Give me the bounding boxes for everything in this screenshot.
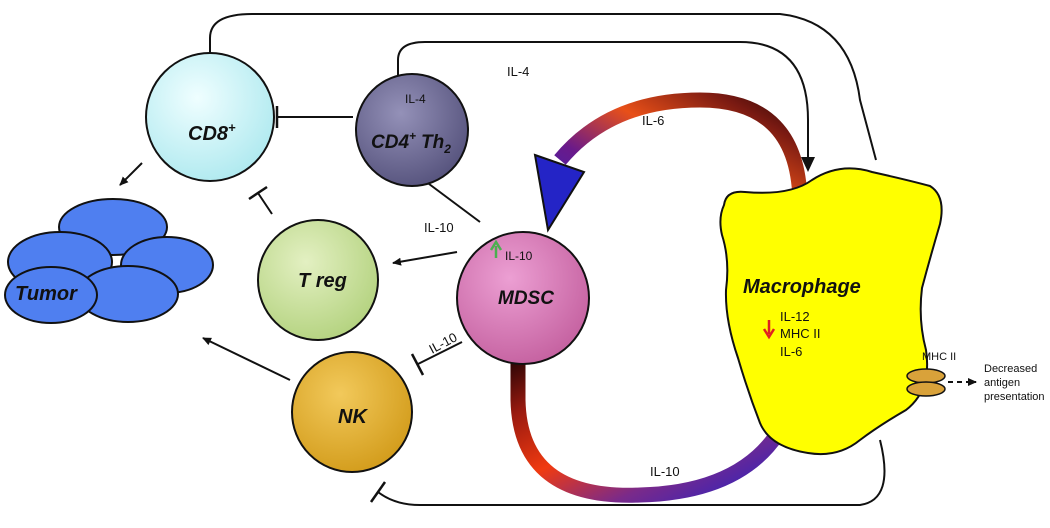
line-macrophage-inhibits-nk	[377, 439, 886, 506]
arrow-mdsc-to-treg	[392, 251, 458, 266]
cd4-internal-text: IL-4	[405, 92, 426, 106]
nk-label: NK	[338, 406, 368, 428]
mhc-label: MHC II	[922, 351, 956, 363]
macrophage-item-2: IL-6	[780, 344, 802, 359]
inhibit-bar-nk-bottom	[369, 481, 387, 503]
arrow-cd4-il4-to-macrophage	[397, 41, 815, 172]
macrophage-cell	[719, 167, 943, 456]
nk-cell	[291, 351, 413, 473]
tumor-cluster	[4, 198, 214, 324]
tumor-label: Tumor	[15, 283, 78, 305]
antigen-text-0: Decreased	[984, 363, 1037, 375]
inhibit-bar-nk-from-mdsc	[410, 353, 425, 376]
macrophage-label: Macrophage	[743, 276, 861, 298]
tumor-blob	[4, 266, 98, 324]
mdsc-label: MDSC	[498, 288, 554, 309]
treg-cell	[257, 219, 379, 341]
mdsc-internal-text: IL-10	[505, 249, 533, 263]
line-macrophage-inhibits-cd8	[209, 13, 877, 161]
arrow-cd8-to-tumor	[119, 162, 143, 186]
treg-label: T reg	[298, 270, 347, 292]
macrophage-item-1: MHC II	[780, 326, 820, 341]
line-treg-inhibits-cd8	[257, 192, 273, 215]
cycle-arrow-il6	[554, 92, 808, 240]
edge-label-il10-cycle: IL-10	[650, 464, 680, 479]
macrophage-item-0: IL-12	[780, 309, 810, 324]
line-mdsc-inhibits-nk	[417, 341, 463, 365]
arrow-nk-to-tumor	[202, 337, 291, 381]
antigen-text-1: antigen	[984, 377, 1020, 389]
cd8-cell	[145, 52, 275, 182]
mhc-disc-upper	[906, 368, 946, 384]
antigen-text-2: presentation	[984, 391, 1045, 403]
cd8-label: CD8+	[188, 120, 236, 145]
edge-label-il6-cycle: IL-6	[642, 113, 664, 128]
edge-label-il4-top: IL-4	[507, 64, 529, 79]
down-arrow-icon	[762, 320, 776, 340]
cd4-th2-cell	[355, 73, 469, 187]
edge-label-il10-treg: IL-10	[424, 220, 454, 235]
cycle-arrow-il10	[510, 357, 800, 503]
mhc-disc-lower	[906, 381, 946, 397]
cd4-th2-label: CD4+Th2	[371, 129, 451, 156]
cycle-arrowhead-il6	[533, 153, 586, 233]
mdsc-cell	[456, 231, 590, 365]
inhibit-bar-cd8-from-treg	[248, 185, 268, 201]
up-arrow-icon	[489, 239, 503, 258]
